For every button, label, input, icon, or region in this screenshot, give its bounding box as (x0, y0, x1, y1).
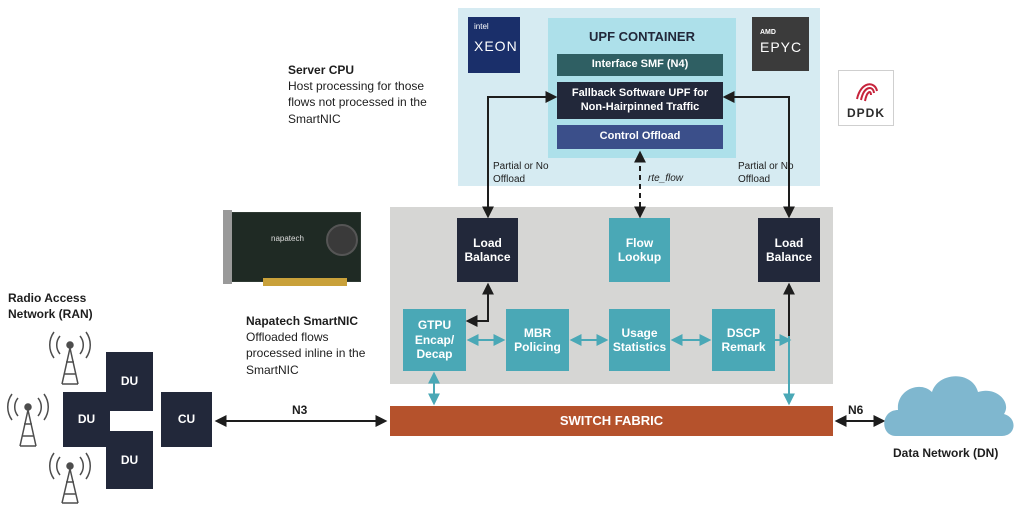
n6-label: N6 (848, 403, 864, 417)
xeon-logo-text: XEON (474, 38, 518, 54)
smartnic-label: Napatech SmartNIC Offloaded flows proces… (246, 313, 366, 378)
epyc-logo-text: EPYC (760, 39, 803, 55)
load-balance-right-box: Load Balance (758, 218, 820, 282)
server-cpu-title: Server CPU (288, 63, 355, 77)
cu-box: CU (161, 392, 212, 447)
radio-tower-icon-left (7, 393, 49, 447)
du-box-bottom: DU (106, 431, 153, 489)
cloud-icon (884, 376, 1014, 436)
intel-xeon-logo: intel XEON (468, 17, 520, 73)
right-offload-arrow (722, 91, 795, 219)
usage-statistics-box: Usage Statistics (609, 309, 670, 371)
du-box-top: DU (106, 352, 153, 411)
load-balance-left-box: Load Balance (457, 218, 518, 282)
lb-left-to-gtpu-arrow (465, 282, 494, 327)
intel-logo-text: intel (474, 22, 489, 31)
control-offload-box: Control Offload (557, 125, 723, 149)
amd-logo-text: AMD (760, 29, 776, 36)
du-box-middle: DU (63, 392, 110, 447)
interface-smf-box: Interface SMF (N4) (557, 54, 723, 76)
gtpu-encap-decap-box: GTPU Encap/ Decap (403, 309, 466, 371)
dpdk-swirl-icon (856, 83, 878, 102)
data-network-label: Data Network (DN) (893, 446, 999, 460)
smartnic-card-image: napatech (223, 206, 363, 298)
radio-tower-icon-top (49, 331, 91, 385)
dscp-remark-box: DSCP Remark (712, 309, 775, 371)
rte-flow-label: rte_flow (648, 173, 684, 184)
server-cpu-label: Server CPU Host processing for those flo… (288, 62, 448, 127)
server-cpu-description: Host processing for those flows not proc… (288, 79, 427, 126)
mbr-policing-box: MBR Policing (506, 309, 569, 371)
fallback-software-upf-box: Fallback Software UPF for Non-Hairpinned… (557, 82, 723, 119)
amd-epyc-logo: AMD EPYC (752, 17, 809, 71)
upf-container-title: UPF CONTAINER (589, 29, 695, 45)
left-offload-arrow (482, 91, 558, 219)
dpdk-logo: DPDK (838, 70, 894, 126)
flow-lookup-box: Flow Lookup (609, 218, 670, 282)
napatech-card-label: napatech (271, 234, 304, 243)
dpdk-logo-text: DPDK (846, 106, 885, 120)
ran-label: Radio Access Network (RAN) (8, 291, 93, 322)
smartnic-description: Offloaded flows processed inline in the … (246, 330, 366, 377)
smartnic-title: Napatech SmartNIC (246, 314, 359, 328)
n3-label: N3 (292, 403, 308, 417)
radio-tower-icon-bottom (49, 452, 91, 504)
switch-fabric-bar: SWITCH FABRIC (390, 406, 833, 436)
